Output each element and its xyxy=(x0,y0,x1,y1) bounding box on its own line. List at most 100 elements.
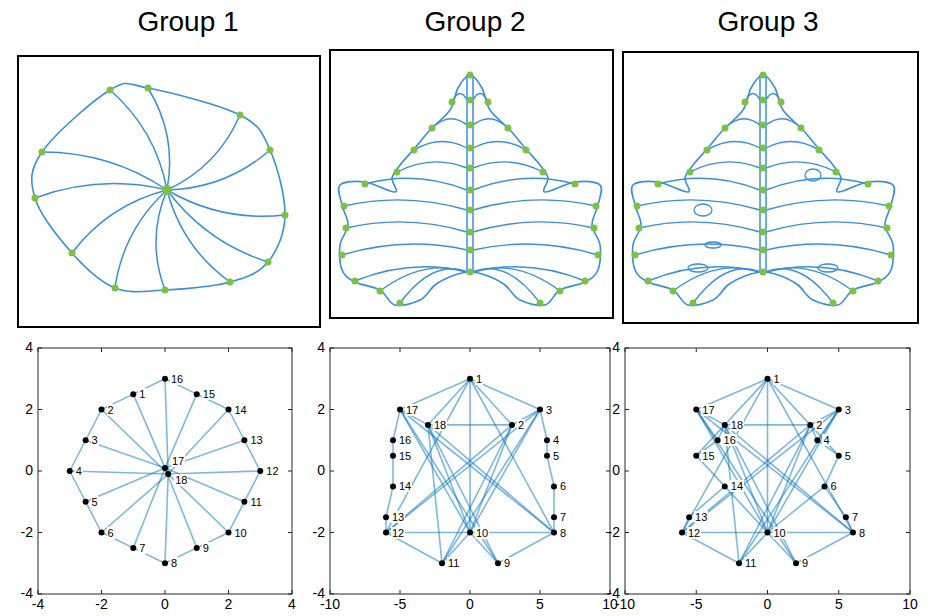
graph-vertex xyxy=(836,453,842,459)
graph-vertex xyxy=(836,407,842,413)
tick-mark xyxy=(767,348,768,352)
vein-loop xyxy=(805,169,821,181)
vein-node xyxy=(467,207,474,214)
leaf-vein xyxy=(167,150,270,190)
vein-node xyxy=(687,169,694,176)
graph-vertex xyxy=(383,530,389,536)
graph-vertex xyxy=(467,376,473,382)
tick-mark xyxy=(228,348,229,352)
vein-node xyxy=(227,279,234,286)
vertex-number: 13 xyxy=(249,434,263,446)
graph-vertex xyxy=(194,545,200,551)
graph-edge xyxy=(386,379,470,533)
vertex-number: 11 xyxy=(744,557,757,569)
vertex-number: 16 xyxy=(723,434,737,446)
leaf-vein xyxy=(766,222,887,232)
tick-mark xyxy=(38,409,42,410)
leaf-vein xyxy=(167,190,268,262)
graph-vertex xyxy=(397,407,403,413)
tick-mark xyxy=(38,594,42,595)
vein-node xyxy=(760,165,767,172)
vertex-number: 15 xyxy=(701,450,715,462)
graph-vertex xyxy=(495,560,501,566)
vertex-number: 12 xyxy=(265,465,279,477)
graph-edge xyxy=(470,379,554,533)
vein-node xyxy=(341,203,348,210)
graph-vertex xyxy=(99,407,105,413)
leaf-vein xyxy=(115,190,167,288)
graph-edge xyxy=(400,410,554,533)
graph-edge xyxy=(470,410,540,533)
vein-node xyxy=(237,112,244,119)
graph-edge xyxy=(428,425,554,533)
tick-mark xyxy=(38,348,42,349)
graph-vertex xyxy=(736,560,742,566)
axis-tick-label: 5 xyxy=(835,597,843,612)
vein-node xyxy=(145,85,152,92)
tick-mark xyxy=(292,590,293,594)
vein-node xyxy=(112,285,119,292)
vein-node xyxy=(690,300,697,307)
vertex-number: 7 xyxy=(138,542,146,554)
vein-node xyxy=(636,225,643,232)
graph-edge xyxy=(768,410,839,533)
vertex-number: 3 xyxy=(91,434,99,446)
graph-edge xyxy=(165,474,168,563)
tick-mark xyxy=(767,590,768,594)
graph-vertex xyxy=(83,437,89,443)
graph-vertex xyxy=(551,514,557,520)
axes-box xyxy=(38,348,292,594)
axis-tick-label: -10 xyxy=(615,597,635,612)
vein-node xyxy=(582,278,589,285)
vein-node xyxy=(760,207,767,214)
vein-node xyxy=(429,125,436,132)
tick-mark xyxy=(101,348,102,352)
graph-edge xyxy=(165,440,244,468)
vein-node xyxy=(888,252,895,259)
vein-node xyxy=(742,99,749,106)
graph-edge xyxy=(768,425,811,533)
axis-tick-label: 0 xyxy=(25,463,33,478)
axis-tick-label: 0 xyxy=(466,597,474,612)
tick-mark xyxy=(610,348,611,352)
vertex-number: 8 xyxy=(858,527,866,539)
vertex-number: 8 xyxy=(559,527,567,539)
vein-node xyxy=(760,72,767,79)
graph-edge xyxy=(696,410,853,533)
graph-vertex xyxy=(693,407,699,413)
leaf-vein xyxy=(707,141,760,150)
vertex-number: 17 xyxy=(701,404,715,416)
graph-plot xyxy=(330,348,610,594)
graph-edge xyxy=(168,410,228,475)
tick-mark xyxy=(540,348,541,352)
panel-frame xyxy=(330,50,613,318)
graph-vertex xyxy=(162,560,168,566)
vein-node xyxy=(875,278,882,285)
leaf-vein xyxy=(766,244,891,255)
vertex-number: 13 xyxy=(694,511,708,523)
graph-vertex xyxy=(551,530,557,536)
vein-node xyxy=(833,169,840,176)
vein-node xyxy=(634,203,641,210)
vein-node xyxy=(632,252,639,259)
graph-plot xyxy=(38,348,292,594)
graph-edge xyxy=(739,410,839,564)
graph-vertex xyxy=(241,437,247,443)
leaf-vein xyxy=(473,269,540,303)
vertex-number: 1 xyxy=(475,373,483,385)
axis-tick-label: -10 xyxy=(320,597,340,612)
axis-tick-label: -5 xyxy=(394,597,406,612)
vein-node xyxy=(485,99,492,106)
graph-edge xyxy=(682,379,768,533)
graph-vertex xyxy=(226,407,232,413)
axis-tick-label: 2 xyxy=(25,402,33,417)
graph-edge xyxy=(739,425,810,563)
leaf-vein xyxy=(346,222,467,232)
panel-frame xyxy=(18,56,320,327)
tick-mark xyxy=(606,348,610,349)
graph-vertex xyxy=(439,560,445,566)
leaf-vein xyxy=(693,269,760,303)
vertex-number: 4 xyxy=(75,465,83,477)
graph-vertex xyxy=(822,483,828,489)
vein-node xyxy=(760,247,767,254)
